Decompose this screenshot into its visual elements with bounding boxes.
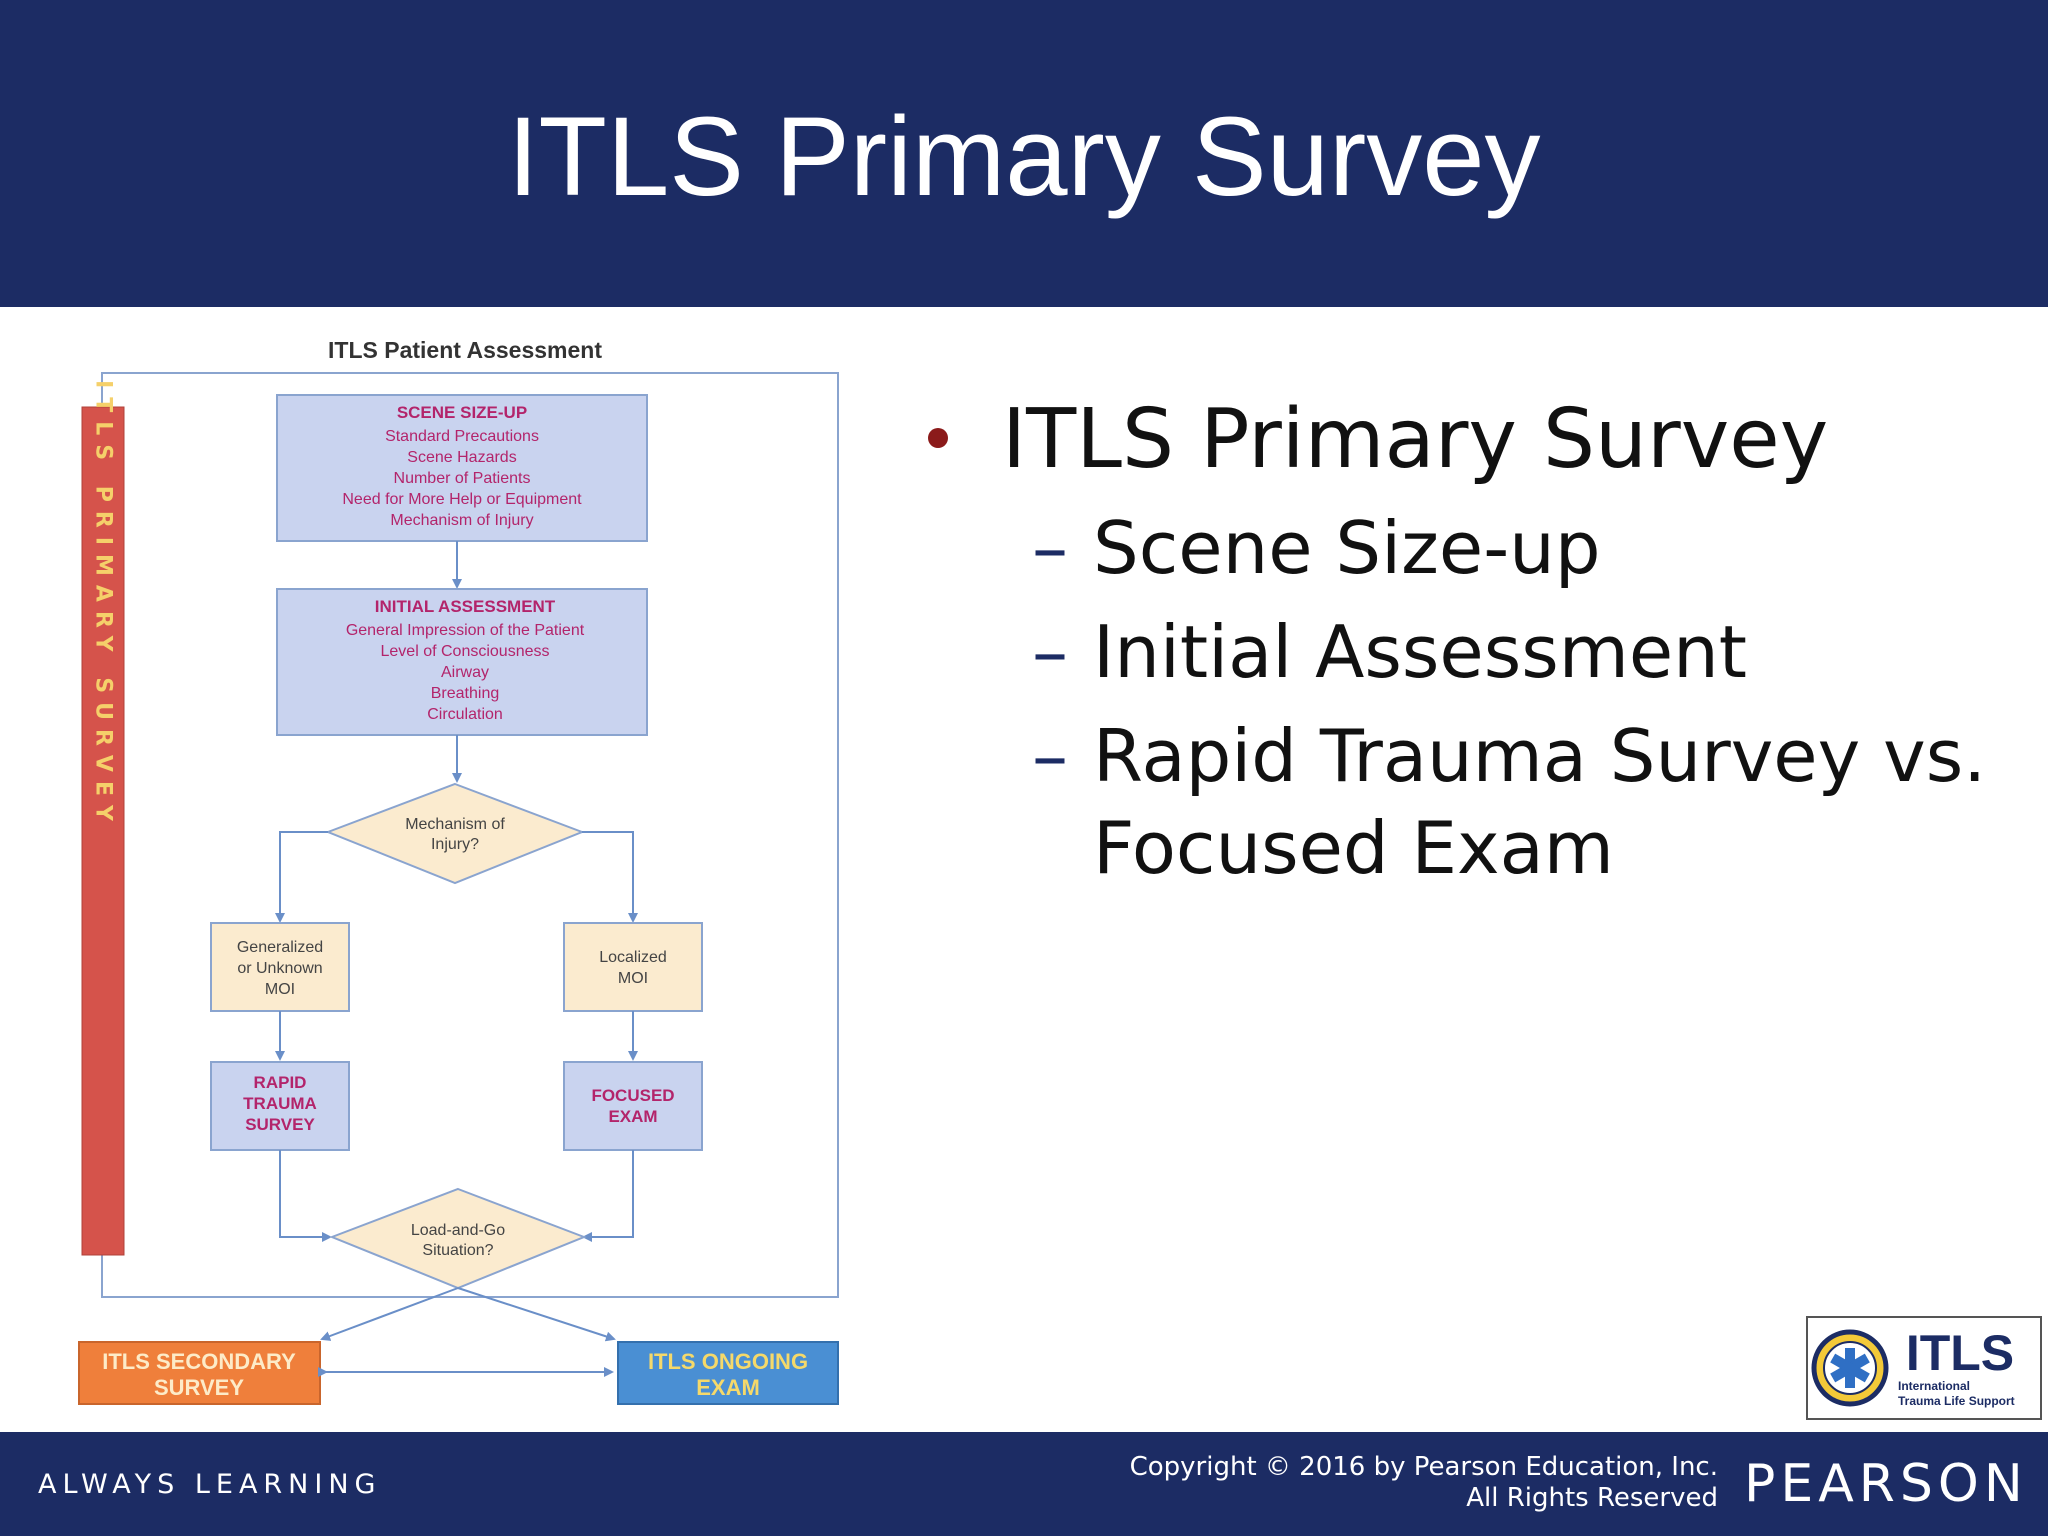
arrow-loadgo-to-secondary bbox=[320, 1287, 459, 1341]
load-and-go-decision: Load-and-Go Situation? bbox=[329, 1187, 587, 1290]
focused-exam-line: FOCUSED bbox=[591, 1086, 674, 1105]
slide-title: ITLS Primary Survey bbox=[507, 94, 1541, 219]
scene-sizeup-line: Number of Patients bbox=[394, 470, 531, 487]
load-and-go-line: Load-and-Go bbox=[411, 1222, 505, 1239]
initial-assessment-box: INITIAL ASSESSMENT General Impression of… bbox=[276, 588, 648, 736]
sub-bullet-item: – Rapid Trauma Survey vs. Focused Exam bbox=[920, 710, 2030, 894]
rapid-trauma-line: TRAUMA bbox=[243, 1094, 317, 1113]
initial-assessment-line: Airway bbox=[441, 664, 489, 681]
logo-name: ITLS bbox=[1906, 1325, 2014, 1381]
footer-bar bbox=[0, 1432, 2048, 1536]
arrow-loadgo-to-ongoing bbox=[457, 1287, 616, 1342]
scene-sizeup-line: Need for More Help or Equipment bbox=[342, 491, 582, 508]
initial-assessment-title: INITIAL ASSESSMENT bbox=[375, 597, 556, 616]
secondary-survey-box: ITLS SECONDARY SURVEY bbox=[78, 1341, 321, 1405]
generalized-moi-box: Generalized or Unknown MOI bbox=[210, 922, 350, 1012]
generalized-moi-line: or Unknown bbox=[237, 960, 322, 977]
sub-bullet-text: Initial Assessment bbox=[1093, 610, 1748, 694]
primary-survey-sidebar bbox=[81, 406, 125, 1256]
bullet-item: ITLS Primary Survey bbox=[920, 390, 2030, 490]
ongoing-exam-box: ITLS ONGOING EXAM bbox=[617, 1341, 839, 1405]
localized-moi-box: Localized MOI bbox=[563, 922, 703, 1012]
copyright-line: All Rights Reserved bbox=[1466, 1483, 1718, 1513]
scene-sizeup-line: Mechanism of Injury bbox=[390, 512, 533, 529]
generalized-moi-line: Generalized bbox=[237, 939, 323, 956]
localized-moi-line: MOI bbox=[618, 970, 648, 987]
scene-sizeup-box: SCENE SIZE-UP Standard Precautions Scene… bbox=[276, 394, 648, 542]
sidebar-label: ITLS PRIMARY SURVEY bbox=[91, 380, 116, 830]
logo-subtitle: Trauma Life Support bbox=[1898, 1394, 2015, 1408]
dash-marker: – bbox=[1032, 610, 1068, 694]
arrow-moi-to-localized bbox=[582, 831, 638, 923]
logo-subtitle: International bbox=[1898, 1379, 1970, 1393]
rapid-trauma-line: RAPID bbox=[254, 1073, 307, 1092]
mechanism-decision-line: Mechanism of bbox=[405, 816, 505, 833]
scene-sizeup-line: Scene Hazards bbox=[407, 449, 516, 466]
arrow-rapid-to-loadgo bbox=[279, 1150, 332, 1242]
arrow-focused-to-loadgo bbox=[582, 1150, 634, 1242]
ongoing-exam-line: EXAM bbox=[696, 1375, 760, 1400]
assessment-flowchart: ITLS Patient Assessment ITLS PRIMARY SUR… bbox=[78, 337, 839, 1405]
sub-bullet-item: – Scene Size-up bbox=[920, 502, 2030, 594]
load-and-go-line: Situation? bbox=[422, 1242, 493, 1259]
mechanism-decision-line: Injury? bbox=[431, 836, 479, 853]
secondary-survey-line: SURVEY bbox=[154, 1375, 244, 1400]
initial-assessment-line: Circulation bbox=[427, 706, 503, 723]
focused-exam-line: EXAM bbox=[608, 1107, 657, 1126]
title-bar bbox=[0, 0, 2048, 307]
dash-marker: – bbox=[1032, 714, 1068, 798]
arrow-moi-to-generalized bbox=[275, 831, 328, 923]
pearson-logo: PEARSON bbox=[1744, 1454, 2028, 1514]
scene-sizeup-line: Standard Precautions bbox=[385, 428, 539, 445]
focused-exam-box: FOCUSED EXAM bbox=[563, 1061, 703, 1151]
initial-assessment-line: Level of Consciousness bbox=[381, 643, 550, 660]
generalized-moi-line: MOI bbox=[265, 981, 295, 998]
initial-assessment-line: General Impression of the Patient bbox=[346, 622, 585, 639]
sub-bullet-text: Scene Size-up bbox=[1093, 506, 1601, 590]
itls-logo-graphic: ITLS International Trauma Life Support bbox=[1811, 1325, 2015, 1408]
itls-logo: ITLS International Trauma Life Support bbox=[1806, 1316, 2042, 1420]
copyright-notice: Copyright © 2016 by Pearson Education, I… bbox=[1130, 1452, 1718, 1514]
initial-assessment-line: Breathing bbox=[431, 685, 500, 702]
rapid-trauma-survey-box: RAPID TRAUMA SURVEY bbox=[210, 1061, 350, 1151]
ongoing-exam-line: ITLS ONGOING bbox=[648, 1349, 808, 1374]
sub-bullet-text: Rapid Trauma Survey vs. Focused Exam bbox=[1093, 714, 1987, 890]
localized-moi-line: Localized bbox=[599, 949, 667, 966]
bullet-text: ITLS Primary Survey bbox=[1002, 392, 1829, 487]
sub-bullet-item: – Initial Assessment bbox=[920, 606, 2030, 698]
mechanism-decision: Mechanism of Injury? bbox=[325, 782, 585, 885]
bullet-list: ITLS Primary Survey – Scene Size-up – In… bbox=[920, 390, 2030, 894]
diagram-title: ITLS Patient Assessment bbox=[328, 337, 602, 363]
star-of-life-icon bbox=[1830, 1348, 1870, 1388]
bullet-dot bbox=[928, 428, 948, 448]
scene-sizeup-title: SCENE SIZE-UP bbox=[397, 403, 527, 422]
copyright-line: Copyright © 2016 by Pearson Education, I… bbox=[1129, 1452, 1718, 1482]
footer-tagline: ALWAYS LEARNING bbox=[38, 1469, 382, 1500]
rapid-trauma-line: SURVEY bbox=[245, 1115, 315, 1134]
dash-marker: – bbox=[1032, 506, 1068, 590]
secondary-survey-line: ITLS SECONDARY bbox=[102, 1349, 296, 1374]
